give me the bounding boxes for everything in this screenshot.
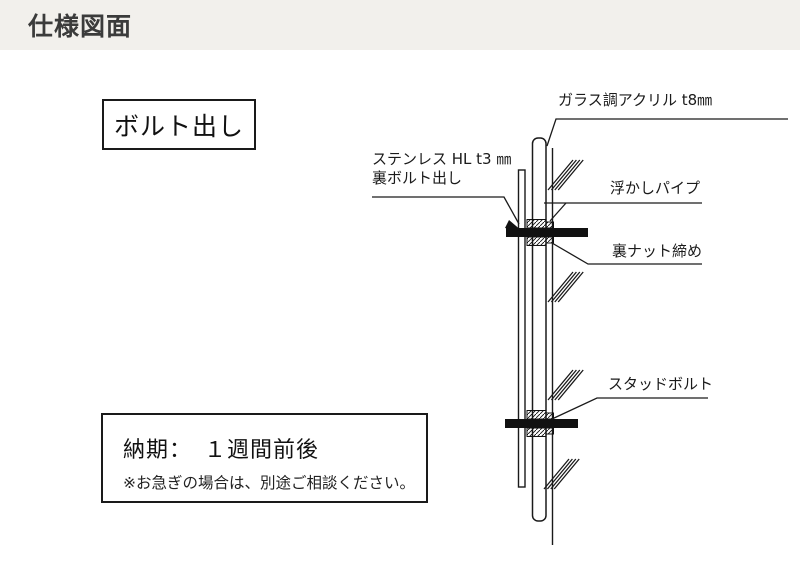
- leader-stud-bolt: [551, 397, 708, 420]
- delivery-note: ※お急ぎの場合は、別途ご相談ください。: [123, 474, 415, 492]
- spacer-pipe-hatch-lower-bottom: [526, 427, 547, 437]
- shine-marks-2: [547, 271, 584, 303]
- stud-bolt-lower: [505, 419, 578, 428]
- lower-bolt-assembly: [505, 410, 578, 437]
- label-stainless-line2: 裏ボルト出し: [372, 169, 463, 187]
- variant-box: ボルト出し: [102, 99, 256, 150]
- leader-stainless: [372, 196, 520, 225]
- leader-acrylic: [546, 118, 788, 147]
- page-header: 仕様図面: [0, 0, 800, 50]
- drawing-area: ボルト出し 納期： １週間前後 ※お急ぎの場合は、別途ご相談ください。 ガラス調…: [0, 50, 800, 580]
- leader-pipe-diagonal: [549, 202, 567, 222]
- delivery-box: 納期： １週間前後 ※お急ぎの場合は、別途ご相談ください。: [101, 413, 428, 503]
- back-nut-hatch-lower-bottom: [545, 427, 554, 435]
- shine-marks-1: [547, 159, 584, 191]
- stud-bolt-upper: [506, 228, 588, 237]
- label-spacer-pipe: 浮かしパイプ: [610, 179, 701, 197]
- label-stainless-plate: ステンレス HL t3 ㎜ 裏ボルト出し: [372, 150, 511, 188]
- back-nut-hatch-upper-bottom: [545, 236, 554, 244]
- spacer-pipe-hatch-upper-top: [526, 219, 547, 229]
- back-nut-hatch-upper-top: [545, 221, 554, 229]
- upper-bolt-assembly: [506, 219, 588, 246]
- label-stud-bolt: スタッドボルト: [608, 375, 714, 393]
- delivery-lead-time: 納期： １週間前後: [123, 438, 320, 463]
- stainless-plate: [517, 169, 526, 488]
- shine-marks-4: [543, 458, 580, 490]
- leader-stainless-arrowhead: [505, 220, 522, 231]
- variant-label: ボルト出し: [113, 111, 244, 141]
- label-acrylic-panel: ガラス調アクリル t8㎜: [558, 91, 713, 109]
- page-title: 仕様図面: [28, 12, 133, 41]
- spacer-pipe-hatch-upper-bottom: [526, 236, 547, 246]
- back-nut-hatch-lower-top: [545, 412, 554, 420]
- label-back-nut: 裏ナット締め: [612, 242, 703, 260]
- acrylic-panel: [531, 137, 547, 522]
- shine-marks-3: [547, 369, 584, 401]
- label-stainless-line1: ステンレス HL t3 ㎜: [372, 150, 512, 168]
- spacer-pipe-hatch-lower-top: [526, 410, 547, 420]
